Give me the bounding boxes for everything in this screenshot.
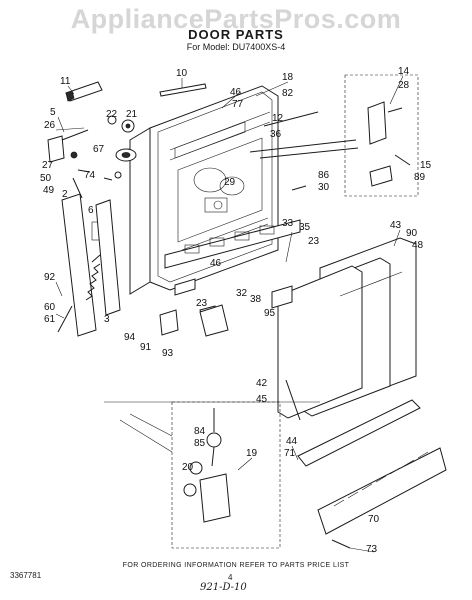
callout-5: 5 <box>50 107 56 118</box>
callout-48: 48 <box>412 240 424 251</box>
page-number: 4 <box>228 573 233 582</box>
small-parts-22-21-67 <box>107 115 137 179</box>
callout-90: 90 <box>406 228 418 239</box>
callout-84: 84 <box>194 426 206 437</box>
callout-35: 35 <box>299 222 311 233</box>
callout-29: 29 <box>224 177 236 188</box>
callout-19: 19 <box>246 448 258 459</box>
callout-61: 61 <box>44 314 56 325</box>
latch-part-26 <box>47 129 89 163</box>
callout-74: 74 <box>84 170 96 181</box>
callout-23: 23 <box>308 236 320 247</box>
dispenser-inset <box>119 401 281 549</box>
callout-82: 82 <box>282 88 294 99</box>
callout-77: 77 <box>232 99 244 110</box>
callout-labels: 10 18 46 77 82 11 5 26 22 21 12 36 14 28… <box>40 66 432 555</box>
vent-bar-part <box>159 83 207 97</box>
bracket-93 <box>199 304 229 337</box>
front-trim <box>297 399 447 549</box>
callout-85: 85 <box>194 438 206 449</box>
callout-92: 92 <box>44 272 56 283</box>
leader-lines <box>55 75 404 553</box>
watermark: AppliancePartsPros.com <box>70 4 402 34</box>
callout-28: 28 <box>398 80 410 91</box>
callout-33: 33 <box>282 218 294 229</box>
callout-36: 36 <box>270 129 282 140</box>
callout-71: 71 <box>284 448 296 459</box>
callout-46: 46 <box>230 87 242 98</box>
document-number: 3367781 <box>10 571 42 580</box>
callout-3: 3 <box>104 314 110 325</box>
rods <box>249 111 359 191</box>
callout-10: 10 <box>176 68 188 79</box>
callout-86: 86 <box>318 170 330 181</box>
callout-73: 73 <box>366 544 378 555</box>
callout-20: 20 <box>182 462 194 473</box>
callout-49: 49 <box>43 185 55 196</box>
callout-14: 14 <box>398 66 410 77</box>
callout-12: 12 <box>272 113 284 124</box>
callout-18: 18 <box>282 72 294 83</box>
callout-22: 22 <box>106 109 118 120</box>
callout-15: 15 <box>420 160 432 171</box>
callout-44: 44 <box>286 436 298 447</box>
callout-11: 11 <box>60 76 71 87</box>
callout-30: 30 <box>318 182 330 193</box>
callout-94: 94 <box>124 332 136 343</box>
vent-slots <box>333 451 429 507</box>
callout-89: 89 <box>414 172 426 183</box>
callout-93: 93 <box>162 348 174 359</box>
callout-43: 43 <box>390 220 402 231</box>
callout-95: 95 <box>264 308 276 319</box>
callout-23b: 23 <box>196 298 208 309</box>
callout-21: 21 <box>126 109 138 120</box>
callout-67: 67 <box>93 144 105 155</box>
model-subtitle: For Model: DU7400XS-4 <box>186 42 286 52</box>
spring-arm-6 <box>61 193 121 337</box>
callout-50: 50 <box>40 173 52 184</box>
callout-42: 42 <box>256 378 268 389</box>
callout-45: 45 <box>256 394 268 405</box>
callout-2: 2 <box>62 189 68 200</box>
callout-70: 70 <box>368 514 380 525</box>
door-spring <box>57 254 101 333</box>
callout-46b: 46 <box>210 258 222 269</box>
bracket-94-91 <box>159 309 179 336</box>
callout-6: 6 <box>88 205 94 216</box>
handle-part-11 <box>65 81 103 102</box>
inner-door-panel <box>129 85 279 295</box>
handwritten-note: 921-D-10 <box>200 582 247 593</box>
callout-60: 60 <box>44 302 56 313</box>
ordering-note: FOR ORDERING INFORMATION REFER TO PARTS … <box>122 562 350 569</box>
outer-door-panels <box>271 237 417 419</box>
callout-27: 27 <box>42 160 54 171</box>
callout-38: 38 <box>250 294 262 305</box>
callout-32: 32 <box>236 288 248 299</box>
diagram-title: DOOR PARTS <box>188 27 284 42</box>
callout-26: 26 <box>44 120 56 131</box>
callout-91: 91 <box>140 342 152 353</box>
hinge-inset <box>344 74 419 197</box>
